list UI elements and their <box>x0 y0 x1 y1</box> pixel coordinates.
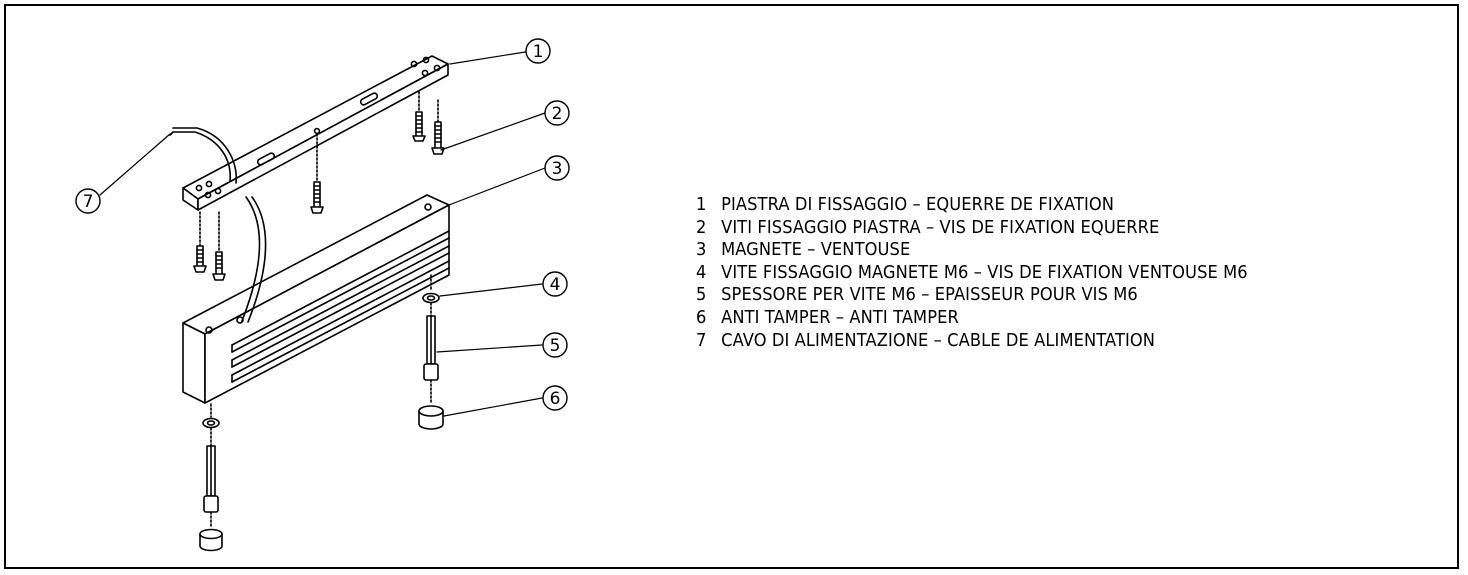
plate-screws <box>193 91 445 281</box>
callout-2-label: 2 <box>552 104 563 124</box>
callout-3: 3 <box>544 155 570 181</box>
legend-item: 1 PIASTRA DI FISSAGGIO – EQUERRE DE FIXAT… <box>696 194 1248 217</box>
legend-number: 7 <box>696 330 707 351</box>
leader-lines <box>99 51 546 417</box>
callout-1-label: 1 <box>533 42 544 62</box>
legend-number: 5 <box>696 285 707 306</box>
legend-text: VITE FISSAGGIO MAGNETE M6 – VIS DE FIXAT… <box>721 262 1248 283</box>
parts-legend: 1 PIASTRA DI FISSAGGIO – EQUERRE DE FIXAT… <box>696 194 1248 352</box>
legend-text: ANTI TAMPER – ANTI TAMPER <box>721 307 959 328</box>
legend-text: CAVO DI ALIMENTAZIONE – CABLE DE ALIMENT… <box>721 330 1156 351</box>
callout-7-label: 7 <box>83 192 94 212</box>
legend-text: VITI FISSAGGIO PIASTRA – VIS DE FIXATION… <box>721 217 1160 238</box>
legend-text: MAGNETE – VENTOUSE <box>721 240 911 261</box>
legend-item: 7 CAVO DI ALIMENTAZIONE – CABLE DE ALIMEN… <box>696 330 1248 353</box>
callout-4: 4 <box>542 271 568 297</box>
callout-6-label: 6 <box>550 389 561 409</box>
callout-7: 7 <box>75 188 101 214</box>
legend-item: 2 VITI FISSAGGIO PIASTRA – VIS DE FIXATIO… <box>696 217 1248 240</box>
legend-number: 6 <box>696 307 707 328</box>
legend-number: 2 <box>696 217 707 238</box>
legend-item: 3 MAGNETE – VENTOUSE <box>696 239 1248 262</box>
legend-text: PIASTRA DI FISSAGGIO – EQUERRE DE FIXATI… <box>721 195 1115 215</box>
callout-4-label: 4 <box>550 275 561 295</box>
right-fixing-hardware <box>418 274 444 430</box>
legend-item: 6 ANTI TAMPER – ANTI TAMPER <box>696 307 1248 330</box>
callout-5-label: 5 <box>550 336 561 356</box>
callout-1: 1 <box>525 38 551 64</box>
legend-item: 4 VITE FISSAGGIO MAGNETE M6 – VIS DE FIXA… <box>696 262 1248 285</box>
callout-5: 5 <box>542 332 568 358</box>
callout-3-label: 3 <box>552 159 563 179</box>
callout-6: 6 <box>542 385 568 411</box>
power-cable <box>169 127 267 324</box>
legend-number: 3 <box>696 240 707 261</box>
magnet-body <box>182 194 450 404</box>
callout-2: 2 <box>544 100 570 126</box>
legend-text: SPESSORE PER VITE M6 – EPAISSEUR POUR VI… <box>721 285 1138 306</box>
drawing-frame <box>4 4 1459 569</box>
left-fixing-hardware <box>199 403 223 552</box>
legend-item: 5 SPESSORE PER VITE M6 – EPAISSEUR POUR V… <box>696 284 1248 307</box>
legend-number: 4 <box>696 262 707 283</box>
legend-number: 1 <box>696 195 707 215</box>
mounting-plate <box>182 55 449 211</box>
